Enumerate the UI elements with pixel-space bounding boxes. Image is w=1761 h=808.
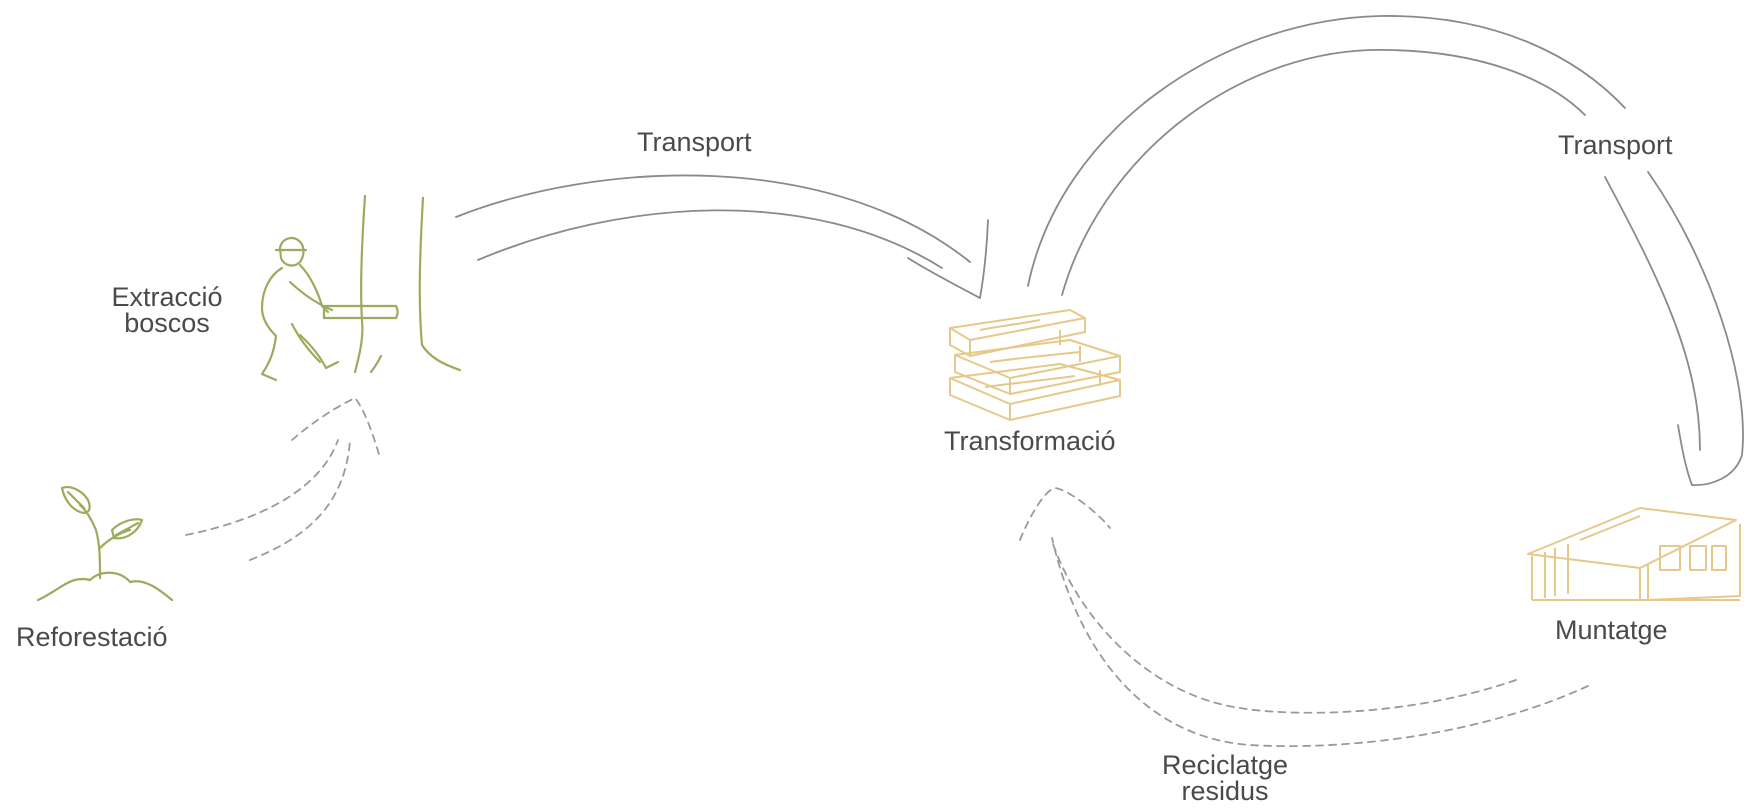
transport-arrow-right: [1027, 15, 1744, 486]
lumberjack-icon: [260, 194, 462, 382]
label-transport-left: Transport: [637, 127, 752, 157]
reforestation-arrow: [185, 396, 381, 561]
label-reforestation: Reforestació: [16, 622, 168, 652]
label-assembly: Muntatge: [1555, 615, 1668, 645]
label-transport-right: Transport: [1558, 130, 1673, 160]
label-extraction: Extracció boscos: [111, 282, 223, 338]
seedling-icon: [36, 486, 174, 602]
timber-stack-icon: [949, 309, 1121, 421]
house-icon: [1527, 507, 1741, 601]
transport-arrow-left: [455, 174, 989, 299]
label-transformation: Transformació: [944, 426, 1116, 456]
label-recycling: Reciclatge residus: [1161, 750, 1289, 806]
recycling-arrow: [1019, 487, 1589, 748]
